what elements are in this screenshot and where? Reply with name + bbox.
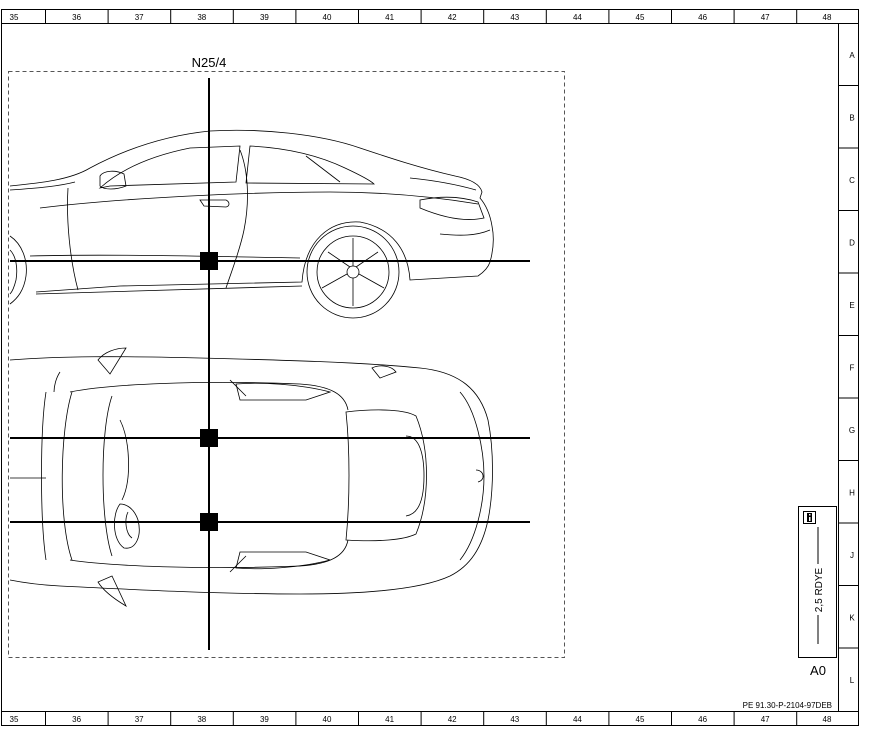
row-label: C: [849, 176, 855, 185]
column-label: 41: [385, 13, 394, 22]
wire-color-label: 2,5 RDYE: [814, 567, 825, 612]
sheet-border: [1, 9, 859, 726]
column-label: 44: [573, 13, 582, 22]
wire-lines: [10, 78, 530, 650]
column-label: 46: [698, 715, 707, 724]
row-label: D: [849, 239, 855, 248]
row-label: H: [849, 489, 855, 498]
column-label: 48: [823, 13, 832, 22]
column-label: 43: [510, 13, 519, 22]
column-label: 38: [197, 13, 206, 22]
column-label: 39: [260, 13, 269, 22]
column-label: 36: [72, 715, 81, 724]
column-label: 47: [761, 13, 770, 22]
column-label: 40: [323, 715, 332, 724]
column-label: 42: [448, 715, 457, 724]
connection-marker-upper: [200, 252, 218, 270]
column-label: 39: [260, 715, 269, 724]
document-id: PE 91.30-P-2104-97DEB: [743, 701, 832, 710]
connector-label: A0: [810, 663, 826, 678]
column-label: 35: [10, 13, 19, 22]
row-label: F: [850, 364, 855, 373]
column-label: 46: [698, 13, 707, 22]
column-label: 38: [197, 715, 206, 724]
column-label: 47: [761, 715, 770, 724]
column-label: 40: [323, 13, 332, 22]
column-label: 36: [72, 13, 81, 22]
column-label: 45: [636, 715, 645, 724]
row-label: E: [849, 301, 854, 310]
row-label: J: [850, 551, 854, 560]
top-column-ruler: 35 36 37 38 39 40 41 42 43 44 45 46 47 48: [10, 9, 832, 24]
connection-marker-lower: [200, 513, 218, 531]
column-label: 35: [10, 715, 19, 724]
bottom-column-ruler: 35 36 37 38 39 40 41 42 43 44 45 46 47 48: [10, 711, 832, 726]
column-label: 45: [636, 13, 645, 22]
row-label: G: [849, 426, 855, 435]
row-label: A: [849, 51, 855, 60]
component-boundary: [8, 71, 565, 658]
row-label: B: [849, 114, 854, 123]
car-side-view: [9, 129, 494, 319]
row-label: K: [849, 614, 855, 623]
column-label: 37: [135, 13, 144, 22]
connection-marker-middle: [200, 429, 218, 447]
column-label: 43: [510, 715, 519, 724]
car-top-view: [9, 347, 493, 608]
wire-reference-box: 2,5 RDYE: [798, 506, 837, 658]
column-label: 37: [135, 715, 144, 724]
column-label: 41: [385, 715, 394, 724]
column-label: 42: [448, 13, 457, 22]
column-label: 44: [573, 715, 582, 724]
component-label: N25/4: [192, 55, 227, 70]
info-icon[interactable]: [803, 511, 816, 524]
column-label: 48: [823, 715, 832, 724]
row-label: L: [850, 676, 855, 685]
right-row-ruler: A B C D E F G H J K L: [838, 51, 859, 685]
